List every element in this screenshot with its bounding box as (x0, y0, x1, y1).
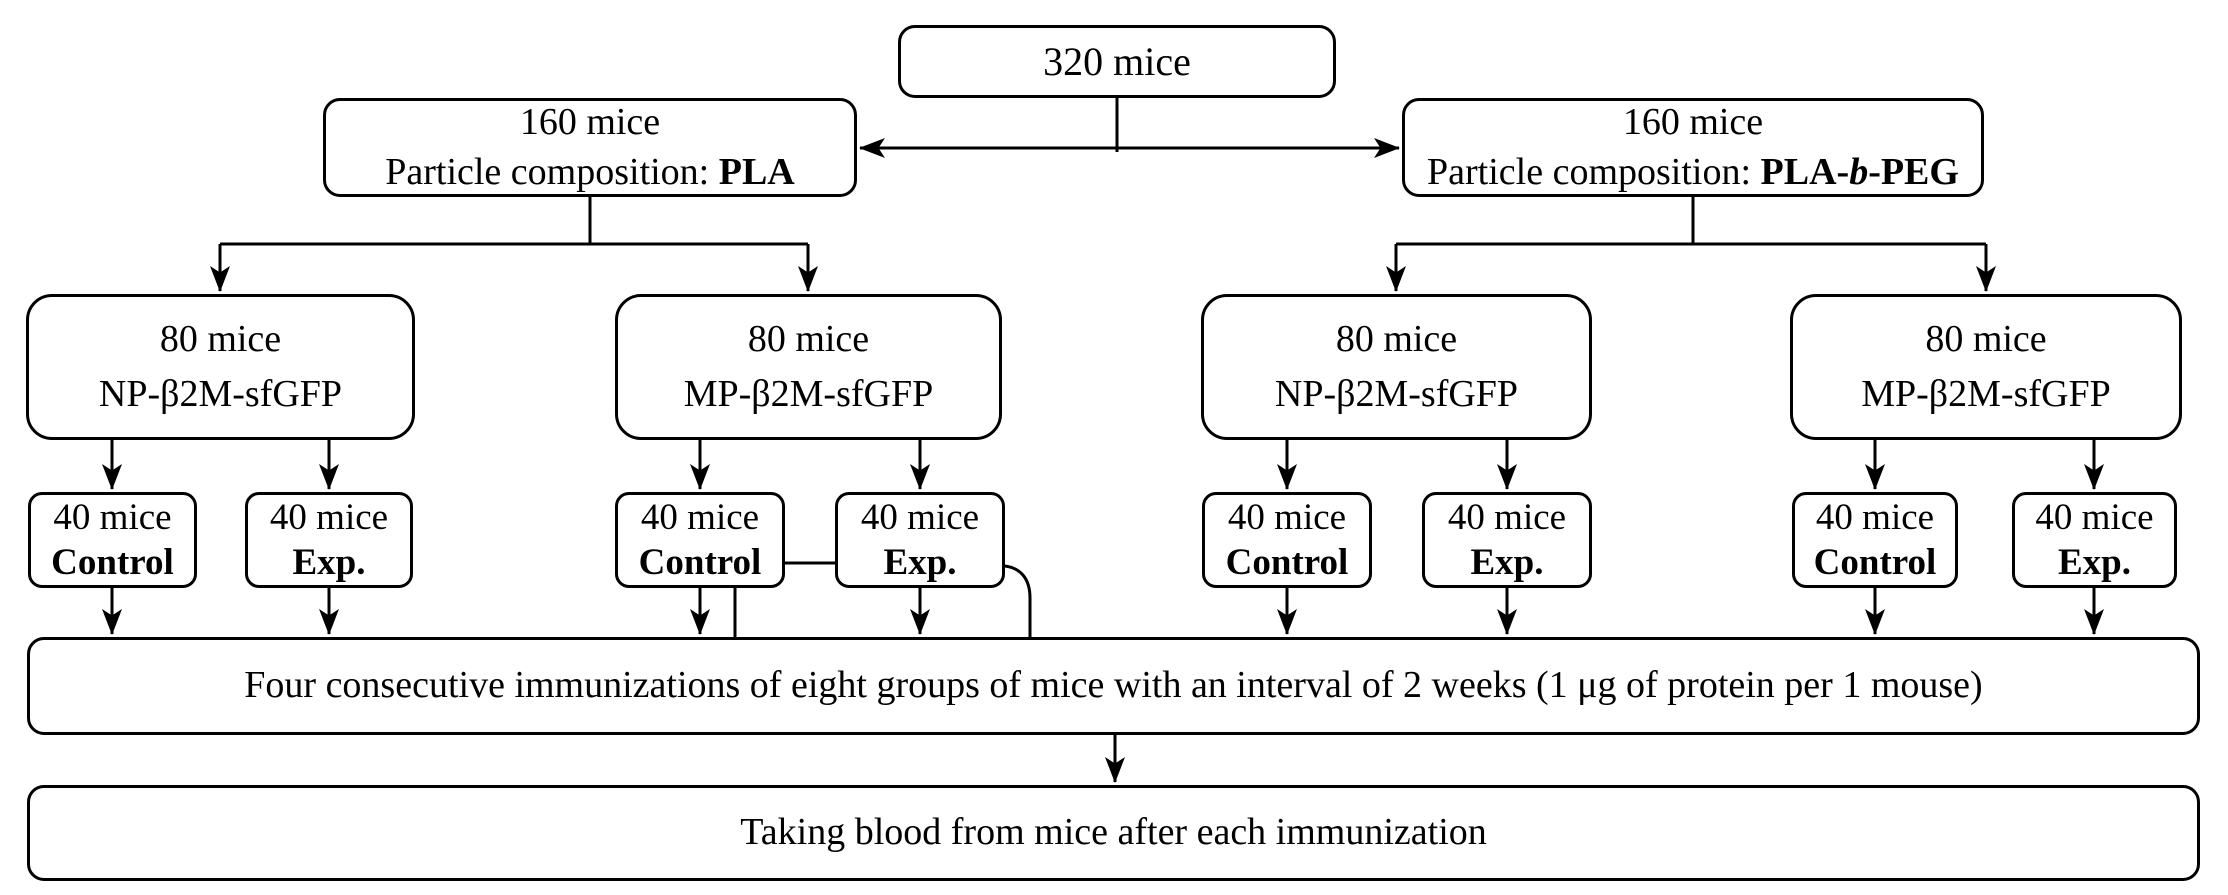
node-text-line: 160 mice (519, 101, 661, 144)
node-group-mp-pla: 80 mice MP-β2M-sfGFP (615, 294, 1002, 440)
node-sub-control-1: 40 mice Control (28, 492, 197, 588)
node-text-line: Taking blood from mice after each immuni… (740, 811, 1487, 854)
connector-exp-curve-drop (1004, 564, 1032, 637)
node-text-line: 40 mice (2035, 496, 2154, 538)
node-branch-pla-b-peg: 160 mice Particle composition: PLA-b-PEG (1402, 98, 1984, 197)
node-text-line: Four consecutive immunizations of eight … (244, 664, 1983, 707)
node-blood-sampling: Taking blood from mice after each immuni… (27, 785, 2200, 881)
node-text-line: Particle composition: PLA-b-PEG (1427, 150, 1959, 193)
node-text-line: Control (1813, 542, 1937, 583)
node-text-line: Exp. (1470, 542, 1544, 583)
node-text-line: 40 mice (53, 496, 172, 538)
node-text-line: 320 mice (1043, 38, 1191, 84)
node-sub-exp-1: 40 mice Exp. (245, 492, 413, 588)
node-text-line: 40 mice (860, 496, 980, 538)
node-text-line: Exp. (883, 542, 957, 583)
node-text-line: Control (638, 542, 762, 583)
node-text-line: 80 mice (1925, 317, 2047, 360)
node-sub-exp-2: 40 mice Exp. (835, 492, 1005, 588)
node-sub-control-4: 40 mice Control (1792, 492, 1958, 588)
node-text-line: Control (51, 542, 174, 583)
node-text-line: 40 mice (1447, 496, 1567, 538)
node-text-line: 40 mice (1227, 496, 1347, 538)
node-text-line: 40 mice (269, 496, 389, 538)
node-text-line: 40 mice (1815, 496, 1935, 538)
node-group-mp-pla-b-peg: 80 mice MP-β2M-sfGFP (1790, 294, 2182, 440)
node-text-line: 160 mice (1622, 101, 1764, 144)
node-text-line: Exp. (292, 542, 366, 583)
node-text-line: 80 mice (1335, 317, 1458, 360)
node-text-line: NP-β2M-sfGFP (1274, 373, 1519, 415)
node-immunization: Four consecutive immunizations of eight … (27, 637, 2200, 735)
node-branch-pla: 160 mice Particle composition: PLA (323, 98, 857, 197)
node-text-line: 80 mice (747, 317, 870, 360)
node-text-line: MP-β2M-sfGFP (1861, 373, 2111, 415)
node-sub-exp-3: 40 mice Exp. (1422, 492, 1592, 588)
node-text-line: 40 mice (640, 496, 760, 538)
node-group-np-pla-b-peg: 80 mice NP-β2M-sfGFP (1201, 294, 1592, 440)
node-text-line: NP-β2M-sfGFP (98, 373, 343, 415)
node-sub-exp-4: 40 mice Exp. (2012, 492, 2177, 588)
node-text-line: Control (1225, 542, 1349, 583)
node-total-mice: 320 mice (898, 25, 1336, 98)
node-text-line: MP-β2M-sfGFP (683, 373, 934, 415)
node-text-line: 80 mice (159, 317, 282, 360)
node-text-line: Particle composition: PLA (385, 150, 795, 193)
node-sub-control-2: 40 mice Control (615, 492, 785, 588)
node-sub-control-3: 40 mice Control (1202, 492, 1372, 588)
node-text-line: Exp. (2057, 542, 2131, 583)
node-group-np-pla: 80 mice NP-β2M-sfGFP (26, 294, 415, 440)
